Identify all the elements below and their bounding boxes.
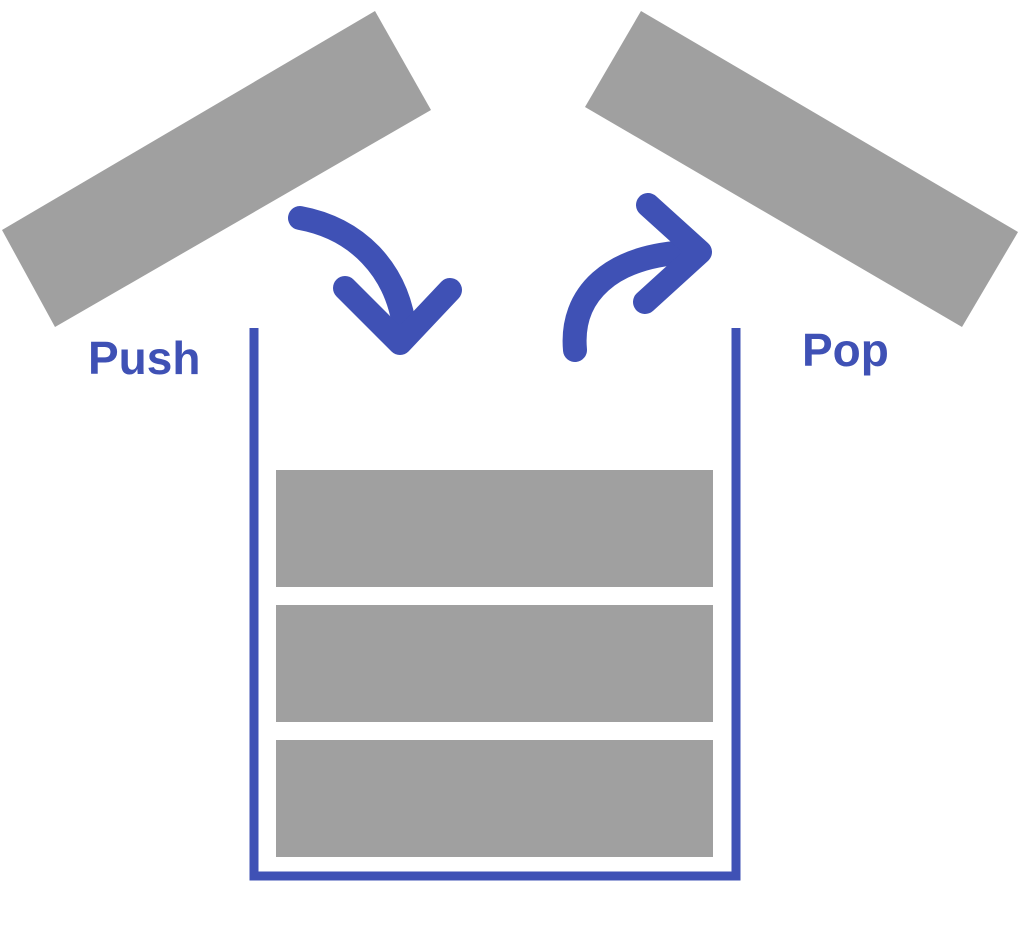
stack-items <box>276 470 713 857</box>
stack-item <box>276 740 713 857</box>
push-block <box>2 11 431 327</box>
push-label: Push <box>88 332 200 384</box>
pop-label: Pop <box>802 324 889 376</box>
curved-arrow-up-icon <box>562 193 712 362</box>
stack-item <box>276 605 713 722</box>
stack-item <box>276 470 713 587</box>
curved-arrow-down-icon <box>288 206 462 355</box>
stack-container <box>249 328 741 881</box>
pop-block <box>585 11 1018 327</box>
